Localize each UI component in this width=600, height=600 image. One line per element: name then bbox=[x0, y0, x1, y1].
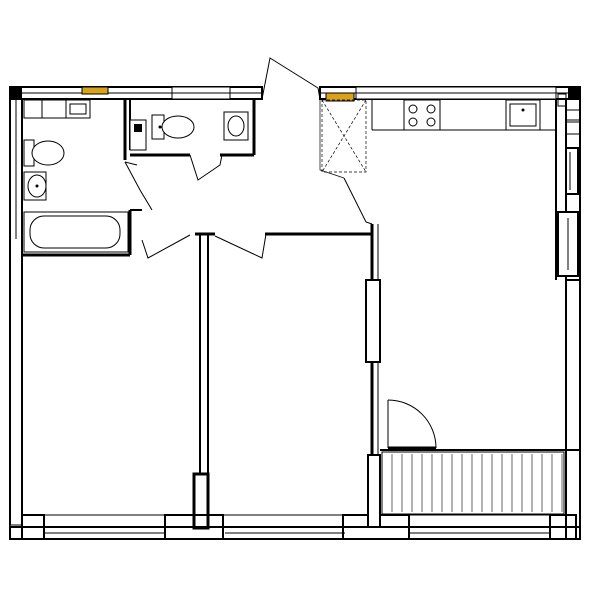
vent-accent-left bbox=[81, 86, 109, 95]
wc-toilet bbox=[151, 114, 195, 140]
balcony-door bbox=[387, 399, 437, 450]
kitchen bbox=[321, 99, 556, 173]
bathtub bbox=[23, 211, 129, 253]
bathroom bbox=[22, 99, 153, 257]
stove bbox=[403, 99, 441, 131]
vent-accent-right bbox=[325, 92, 355, 102]
wc-door bbox=[189, 154, 223, 181]
outer-walls bbox=[9, 86, 581, 540]
wc-washbasin bbox=[223, 111, 249, 141]
wardrobe bbox=[192, 472, 210, 530]
radiator bbox=[365, 279, 381, 363]
bottom-wall bbox=[9, 526, 581, 540]
corner-column-right bbox=[568, 87, 580, 99]
living-partition bbox=[365, 224, 381, 528]
washing-machine bbox=[23, 99, 91, 119]
washbasin bbox=[23, 171, 47, 201]
balcony bbox=[380, 449, 566, 515]
kitchen-sink bbox=[505, 99, 541, 131]
radiator-right-1 bbox=[565, 147, 579, 195]
entrance-door bbox=[261, 57, 321, 100]
toilet-room bbox=[129, 99, 256, 181]
bedroom-partition bbox=[192, 233, 210, 530]
right-fixtures bbox=[555, 93, 581, 280]
bathroom-door bbox=[124, 161, 153, 211]
ventilation-shaft bbox=[321, 99, 367, 173]
balcony-slats bbox=[391, 454, 563, 512]
toilet bbox=[23, 139, 65, 167]
corner-column bbox=[10, 87, 22, 99]
